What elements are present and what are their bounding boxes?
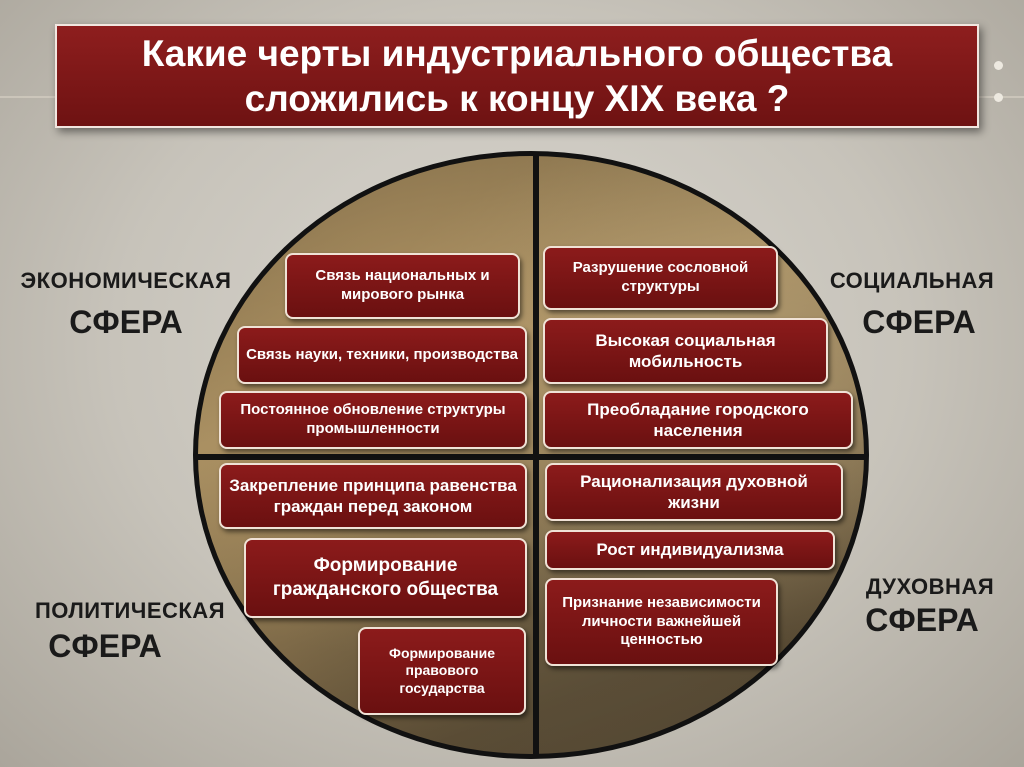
social-item: Разрушение сословной структуры [543,246,778,310]
economic-item: Связь науки, техники, производства [237,326,527,384]
sphere-name: СОЦИАЛЬНАЯ [829,268,995,293]
title-banner: Какие черты индустриального общества сло… [55,24,979,128]
political-sphere-label: ПОЛИТИЧЕСКАЯ СФЕРА [25,598,235,665]
social-sphere-label: СОЦИАЛЬНАЯ СФЕРА [812,268,1012,341]
spiritual-item: Признание независимости личности важнейш… [545,578,778,666]
sphere-word: СФЕРА [69,304,183,340]
spiritual-sphere-label: ДУХОВНАЯ СФЕРА [855,574,1005,639]
sphere-word: СФЕРА [48,628,162,664]
social-item: Преобладание городского населения [543,391,853,449]
sphere-name: ПОЛИТИЧЕСКАЯ [34,598,226,623]
decor-dot [994,93,1003,102]
spiritual-item: Рост индивидуализма [545,530,835,570]
page-title: Какие черты индустриального общества сло… [141,32,893,119]
political-item: Формирование правового государства [358,627,526,715]
economic-item: Связь национальных и мирового рынка [285,253,520,319]
political-item: Закрепление принципа равенства граждан п… [219,463,527,529]
political-item: Формирование гражданского общества [244,538,527,618]
sphere-word: СФЕРА [862,304,976,340]
spiritual-item: Рационализация духовной жизни [545,463,843,521]
economic-sphere-label: ЭКОНОМИЧЕСКАЯ СФЕРА [10,268,242,341]
economic-item: Постоянное обновление структуры промышле… [219,391,527,449]
sphere-name: ДУХОВНАЯ [865,574,995,599]
sphere-word: СФЕРА [865,602,979,638]
horizontal-divider [195,454,867,460]
social-item: Высокая социальная мобильность [543,318,828,384]
decor-dot [994,61,1003,70]
sphere-name: ЭКОНОМИЧЕСКАЯ [20,268,232,293]
